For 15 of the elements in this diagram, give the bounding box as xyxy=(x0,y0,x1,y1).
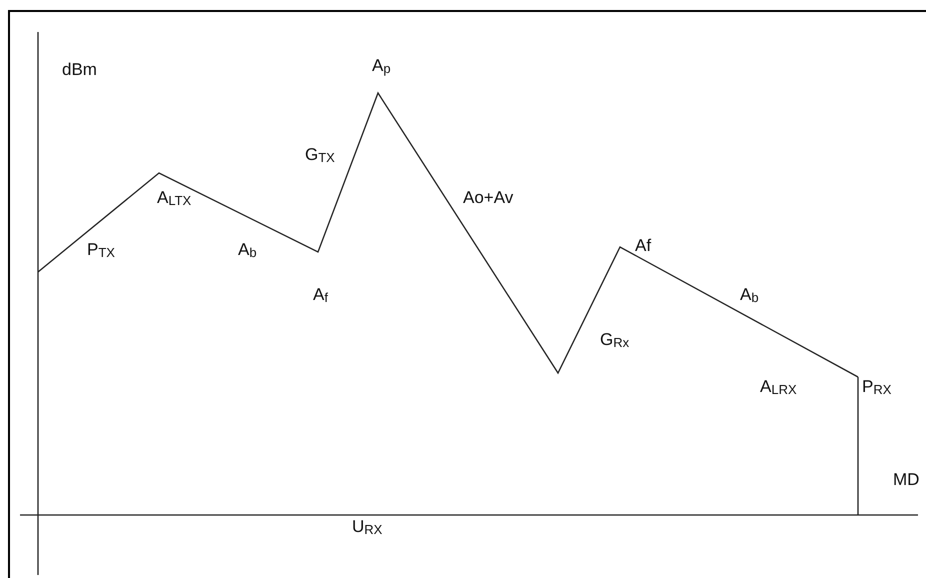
level-label: A$_{b}$ xyxy=(238,240,257,262)
level-label: A$_{LTX}$ xyxy=(157,188,192,210)
level-label: A$_{b}$ xyxy=(740,285,759,307)
level-label: Ao+Av xyxy=(463,188,514,208)
level-label: A$_{p}$ xyxy=(372,56,391,78)
axis-label: U$_{RX}$ xyxy=(352,517,382,539)
level-label: A$_{f}$ xyxy=(313,285,328,307)
level-label: Af xyxy=(635,236,652,256)
level-label: G$_{Rx}$ xyxy=(600,330,630,352)
level-label: MD xyxy=(893,470,920,490)
level-label: P$_{TX}$ xyxy=(87,240,115,262)
axis-unit-label: dBm xyxy=(62,60,97,80)
level-label: P$_{RX}$ xyxy=(862,377,892,399)
level-label: A$_{LRX}$ xyxy=(760,377,797,399)
level-label: G$_{TX}$ xyxy=(305,145,335,167)
